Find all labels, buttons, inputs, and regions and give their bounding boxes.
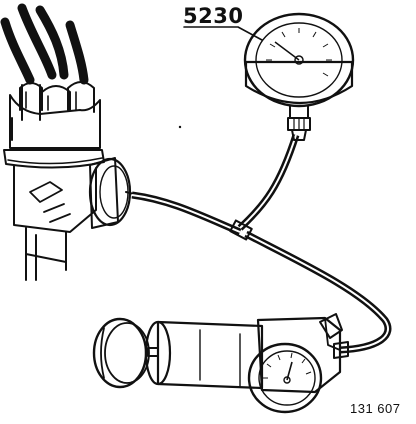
dot-mark (178, 125, 182, 129)
hand-vacuum-pump (92, 313, 349, 414)
vacuum-gauge (243, 12, 355, 141)
vacuum-hoses (131, 133, 392, 354)
part-number-label: 5230 (183, 4, 244, 28)
t-connector (229, 219, 253, 241)
gauge-scale-ticks (266, 28, 332, 77)
gauge-needle (274, 41, 300, 61)
pump-gauge-ticks (263, 352, 312, 379)
ignition-cables (0, 3, 89, 85)
figure-number-label: 131 607 (350, 401, 401, 416)
distributor-housing (13, 165, 97, 281)
distributor-cap (3, 81, 105, 169)
